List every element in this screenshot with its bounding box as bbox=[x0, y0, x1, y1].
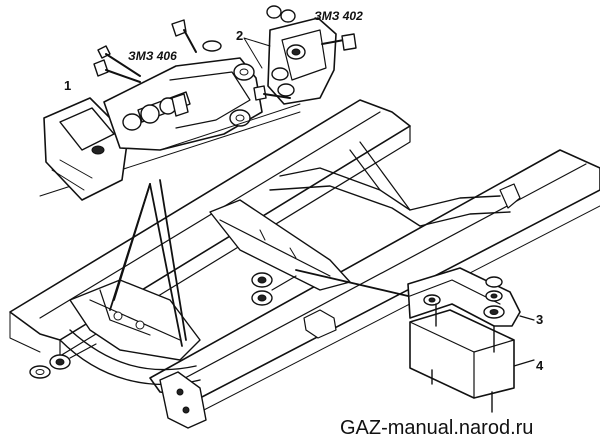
frame-crossmember-rear bbox=[269, 141, 521, 227]
leader-line-mount-3-4 bbox=[295, 269, 409, 297]
engine-label-zmz402: ЗМЗ 402 bbox=[314, 9, 363, 23]
callout-2-label: 2 bbox=[236, 28, 243, 43]
frame-crossmember-front bbox=[69, 279, 201, 361]
inset-zmz406 bbox=[39, 19, 301, 201]
leader-lines-mount-1 bbox=[109, 179, 187, 347]
callout-3-label: 3 bbox=[536, 312, 543, 327]
callout-1-label: 1 bbox=[64, 78, 71, 93]
frame-crossmember-middle bbox=[209, 199, 351, 291]
frame-main-rail bbox=[9, 99, 411, 357]
watermark-text: GAZ-manual.narod.ru bbox=[340, 417, 533, 439]
engine-label-zmz406: ЗМЗ 406 bbox=[128, 49, 177, 63]
center-nut-set bbox=[251, 272, 297, 306]
inset-zmz402 bbox=[159, 5, 357, 151]
left-nut-set bbox=[29, 343, 97, 379]
mount-4-cushion bbox=[409, 303, 535, 413]
mount-3-bracket bbox=[407, 267, 535, 327]
front-crosstube bbox=[59, 309, 337, 429]
callout-4-label: 4 bbox=[536, 358, 544, 373]
callout-2-leader bbox=[243, 37, 271, 69]
